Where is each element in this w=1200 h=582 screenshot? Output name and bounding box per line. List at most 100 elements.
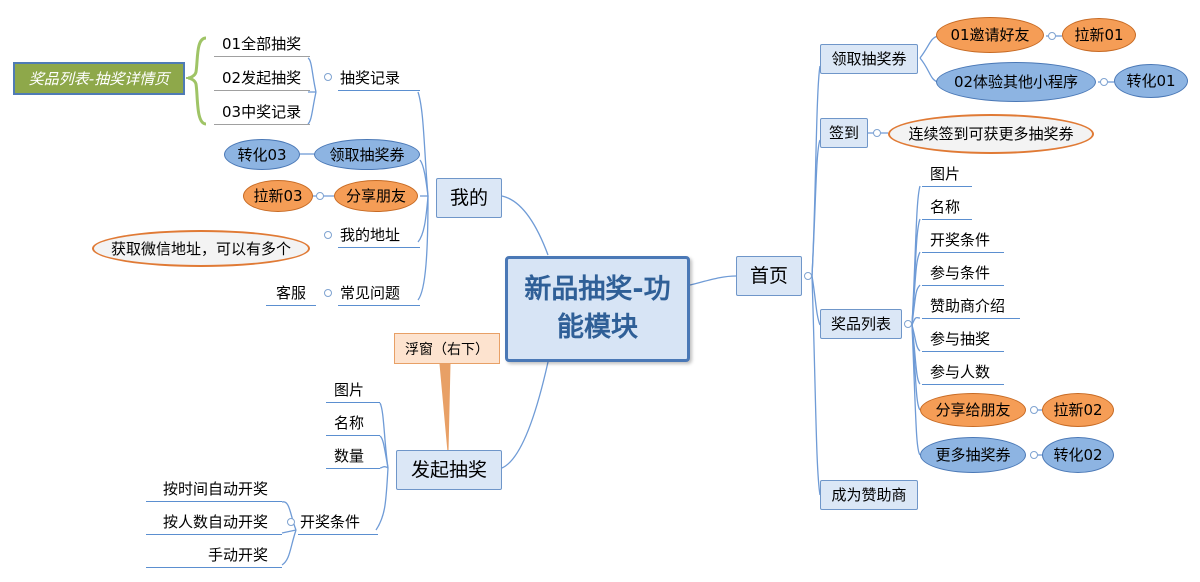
mine-label: 我的	[449, 187, 488, 209]
float-window-note: 浮窗（右下）	[394, 333, 500, 364]
collapse-marker[interactable]	[324, 231, 332, 239]
lottery-records-node[interactable]: 抽奖记录	[338, 68, 420, 91]
prize-item-image[interactable]: 图片	[922, 164, 972, 187]
home-get-coupon-label: 领取抽奖券	[831, 50, 907, 68]
record-launched-label: 02发起抽奖	[222, 69, 302, 87]
open-time-label: 按时间自动开奖	[162, 480, 268, 498]
prize-item-join-draw-label: 参与抽奖	[930, 330, 991, 348]
collapse-marker[interactable]	[1030, 451, 1038, 459]
prize-item-open-cond[interactable]: 开奖条件	[922, 230, 1004, 253]
invite-node[interactable]: 01邀请好友	[936, 17, 1044, 53]
share-to-friends-label: 分享给朋友	[935, 401, 1011, 419]
mine-get-coupon-node[interactable]: 领取抽奖券	[314, 139, 420, 170]
collapse-marker[interactable]	[804, 272, 812, 280]
pull02-label: 拉新02	[1053, 401, 1103, 419]
pull03-node[interactable]: 拉新03	[243, 180, 313, 212]
sponsor-label: 成为赞助商	[831, 486, 907, 504]
collapse-marker[interactable]	[1048, 32, 1056, 40]
home-node[interactable]: 首页	[736, 256, 802, 296]
root-label: 新品抽奖-功能模块	[524, 274, 671, 343]
prize-list-node[interactable]: 奖品列表	[820, 309, 902, 339]
launch-item-image-label: 图片	[334, 381, 365, 399]
service-label: 客服	[275, 284, 306, 302]
open-people-node[interactable]: 按人数自动开奖	[146, 512, 282, 535]
collapse-marker[interactable]	[1030, 406, 1038, 414]
open-manual-node[interactable]: 手动开奖	[146, 545, 282, 568]
convert01-node[interactable]: 转化01	[1114, 64, 1188, 98]
mini-program-node[interactable]: 02体验其他小程序	[936, 62, 1096, 102]
pull03-label: 拉新03	[253, 187, 303, 205]
prize-item-sponsor-intro-label: 赞助商介绍	[930, 297, 1006, 315]
prize-item-join-count-label: 参与人数	[930, 363, 991, 381]
collapse-marker[interactable]	[873, 129, 881, 137]
open-manual-label: 手动开奖	[207, 546, 268, 564]
launch-item-name-label: 名称	[334, 414, 365, 432]
convert03-label: 转化03	[237, 145, 287, 164]
collapse-marker[interactable]	[324, 289, 332, 297]
checkin-label: 签到	[828, 124, 859, 142]
prize-item-name[interactable]: 名称	[922, 197, 972, 220]
home-get-coupon-node[interactable]: 领取抽奖券	[820, 44, 918, 74]
open-people-label: 按人数自动开奖	[162, 513, 268, 531]
share-friends-node[interactable]: 分享朋友	[334, 180, 418, 212]
invite-label: 01邀请好友	[950, 26, 1030, 44]
collapse-marker[interactable]	[904, 320, 912, 328]
share-to-friends-node[interactable]: 分享给朋友	[920, 393, 1026, 427]
checkin-note-text: 连续签到可获更多抽奖券	[908, 125, 1074, 143]
prize-item-join-cond[interactable]: 参与条件	[922, 263, 1004, 286]
my-address-node[interactable]: 我的地址	[338, 225, 420, 248]
mine-get-coupon-label: 领取抽奖券	[329, 145, 405, 164]
mini-program-label: 02体验其他小程序	[953, 73, 1079, 91]
prize-item-image-label: 图片	[930, 165, 961, 183]
collapse-marker[interactable]	[1100, 78, 1108, 86]
convert03-node[interactable]: 转化03	[224, 139, 300, 170]
convert02-label: 转化02	[1053, 446, 1103, 464]
share-friends-label: 分享朋友	[345, 187, 406, 205]
checkin-note: 连续签到可获更多抽奖券	[888, 114, 1094, 154]
collapse-marker[interactable]	[287, 518, 295, 526]
open-cond-node[interactable]: 开奖条件	[298, 512, 378, 535]
more-coupon-node[interactable]: 更多抽奖券	[920, 437, 1026, 473]
launch-item-quantity[interactable]: 数量	[326, 446, 380, 469]
convert01-label: 转化01	[1126, 72, 1176, 90]
mine-node[interactable]: 我的	[436, 178, 502, 218]
float-window-note-text: 浮窗（右下）	[405, 341, 489, 358]
detail-note: 奖品列表-抽奖详情页	[13, 62, 185, 95]
record-won-label: 03中奖记录	[222, 103, 302, 121]
sponsor-node[interactable]: 成为赞助商	[820, 480, 918, 510]
convert02-node[interactable]: 转化02	[1042, 437, 1114, 473]
detail-note-text: 奖品列表-抽奖详情页	[28, 70, 170, 88]
prize-item-sponsor-intro[interactable]: 赞助商介绍	[922, 296, 1020, 319]
record-launched[interactable]: 02发起抽奖	[214, 68, 310, 91]
collapse-marker[interactable]	[316, 192, 324, 200]
root-node[interactable]: 新品抽奖-功能模块	[505, 256, 690, 362]
lottery-records-label: 抽奖记录	[340, 69, 401, 87]
prize-item-join-draw[interactable]: 参与抽奖	[922, 329, 1004, 352]
open-cond-label: 开奖条件	[300, 513, 361, 531]
prize-item-join-count[interactable]: 参与人数	[922, 362, 1004, 385]
launch-label: 发起抽奖	[410, 459, 487, 481]
prize-item-join-cond-label: 参与条件	[930, 264, 991, 282]
pull01-label: 拉新01	[1074, 26, 1124, 44]
service-node[interactable]: 客服	[266, 283, 316, 306]
launch-node[interactable]: 发起抽奖	[396, 450, 502, 490]
launch-item-name[interactable]: 名称	[326, 413, 380, 436]
faq-node[interactable]: 常见问题	[338, 283, 420, 306]
open-time-node[interactable]: 按时间自动开奖	[146, 479, 282, 502]
collapse-marker[interactable]	[324, 73, 332, 81]
record-all[interactable]: 01全部抽奖	[214, 34, 310, 57]
pull02-node[interactable]: 拉新02	[1042, 393, 1114, 427]
home-label: 首页	[749, 265, 788, 287]
more-coupon-label: 更多抽奖券	[935, 446, 1011, 464]
checkin-node[interactable]: 签到	[820, 118, 868, 148]
prize-list-label: 奖品列表	[830, 315, 891, 333]
my-address-label: 我的地址	[340, 226, 401, 244]
pull01-node[interactable]: 拉新01	[1062, 18, 1136, 52]
launch-item-image[interactable]: 图片	[326, 380, 380, 403]
record-won[interactable]: 03中奖记录	[214, 102, 310, 125]
prize-item-name-label: 名称	[930, 198, 961, 216]
record-all-label: 01全部抽奖	[222, 35, 302, 53]
prize-item-open-cond-label: 开奖条件	[930, 231, 991, 249]
